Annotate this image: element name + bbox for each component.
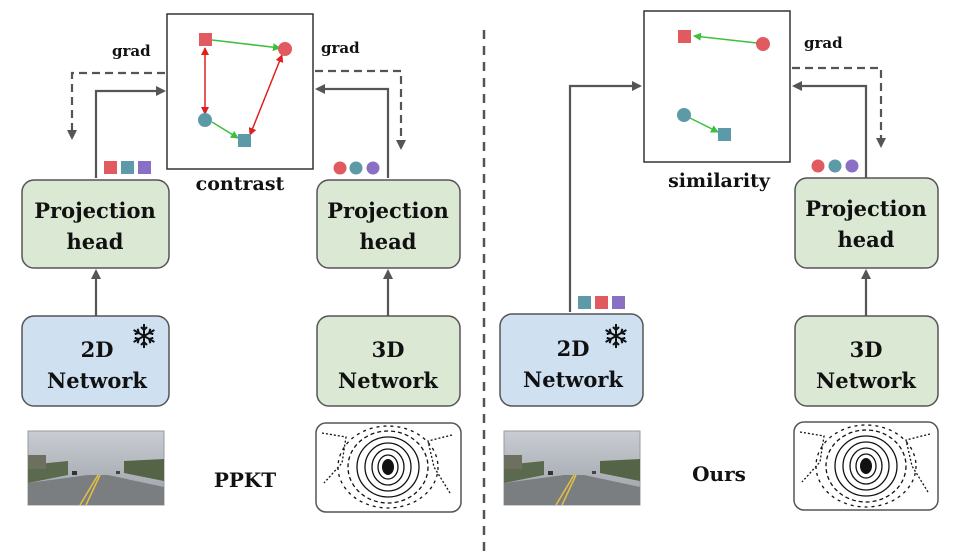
camera-image bbox=[27, 430, 165, 506]
similarity-embedding-box bbox=[643, 10, 791, 163]
lidar-image bbox=[793, 421, 939, 511]
red-circle-feature bbox=[756, 37, 770, 51]
grad-arrow bbox=[792, 66, 886, 148]
red-circle-feature bbox=[278, 42, 292, 56]
point-feature-tokens bbox=[333, 161, 380, 175]
network-3d-box bbox=[316, 315, 461, 407]
feature-arrow-right bbox=[315, 84, 390, 178]
ppkt-panel: contrast grad grad Projection head Proje… bbox=[21, 13, 462, 513]
projection-head-2d-box bbox=[21, 179, 170, 269]
network-3d-label-2: Network bbox=[816, 368, 916, 393]
green-arrow bbox=[693, 32, 758, 44]
network-3d-label-1: 3D bbox=[850, 337, 883, 362]
projection-head-3d-label-1: Projection bbox=[327, 198, 449, 223]
green-arrow bbox=[211, 39, 281, 52]
green-arrow bbox=[211, 121, 239, 139]
ours-panel: similarity grad Projection head 2D Netwo… bbox=[499, 10, 939, 511]
camera-image bbox=[503, 430, 641, 506]
teal-square-feature bbox=[718, 128, 731, 141]
red-square-feature bbox=[199, 33, 212, 46]
network-2d-label-2: Network bbox=[47, 368, 147, 393]
network-3d-box bbox=[794, 315, 939, 407]
pixel-feature-tokens bbox=[578, 296, 625, 309]
teal-circle-feature bbox=[677, 108, 691, 122]
network-3d-label-1: 3D bbox=[372, 337, 405, 362]
contrast-embeddings bbox=[198, 33, 292, 147]
projection-head-3d-box bbox=[316, 179, 461, 269]
network-2d-box bbox=[21, 315, 170, 407]
projection-head-2d-label-2: head bbox=[67, 229, 124, 254]
projection-head-3d-label-1: Projection bbox=[805, 196, 927, 221]
contrast-caption: contrast bbox=[196, 173, 285, 195]
feature-arrow-left bbox=[94, 86, 166, 178]
similarity-caption: similarity bbox=[668, 170, 771, 192]
network-2d-label-1: 2D bbox=[81, 337, 114, 362]
projection-head-3d-box bbox=[794, 177, 939, 269]
snowflake-icon bbox=[133, 324, 155, 348]
red-arrow bbox=[248, 54, 284, 136]
grad-label-right: grad bbox=[321, 39, 360, 57]
lidar-image bbox=[315, 422, 462, 513]
projection-head-2d-label-1: Projection bbox=[34, 198, 156, 223]
projection-head-3d-label-2: head bbox=[838, 227, 895, 252]
similarity-embeddings bbox=[677, 30, 770, 141]
green-arrow bbox=[689, 117, 719, 133]
grad-label: grad bbox=[804, 34, 843, 52]
network-2d-label-2: Network bbox=[523, 367, 623, 392]
red-square-feature bbox=[678, 30, 691, 43]
network-2d-label-1: 2D bbox=[557, 336, 590, 361]
grad-label-left: grad bbox=[112, 42, 151, 60]
snowflake-icon bbox=[605, 324, 627, 348]
feature-arrow-3d bbox=[792, 81, 868, 178]
feature-arrow-2d bbox=[568, 81, 642, 312]
method-name-ours: Ours bbox=[692, 462, 746, 486]
pixel-feature-tokens bbox=[104, 161, 151, 174]
network-3d-label-2: Network bbox=[338, 368, 438, 393]
teal-circle-feature bbox=[198, 113, 212, 127]
projection-head-3d-label-2: head bbox=[360, 229, 417, 254]
grad-arrow-left bbox=[67, 71, 165, 140]
point-feature-tokens bbox=[811, 159, 859, 173]
method-name-ppkt: PPKT bbox=[214, 468, 276, 492]
grad-arrow-right bbox=[315, 69, 406, 150]
teal-square-feature bbox=[238, 134, 251, 147]
